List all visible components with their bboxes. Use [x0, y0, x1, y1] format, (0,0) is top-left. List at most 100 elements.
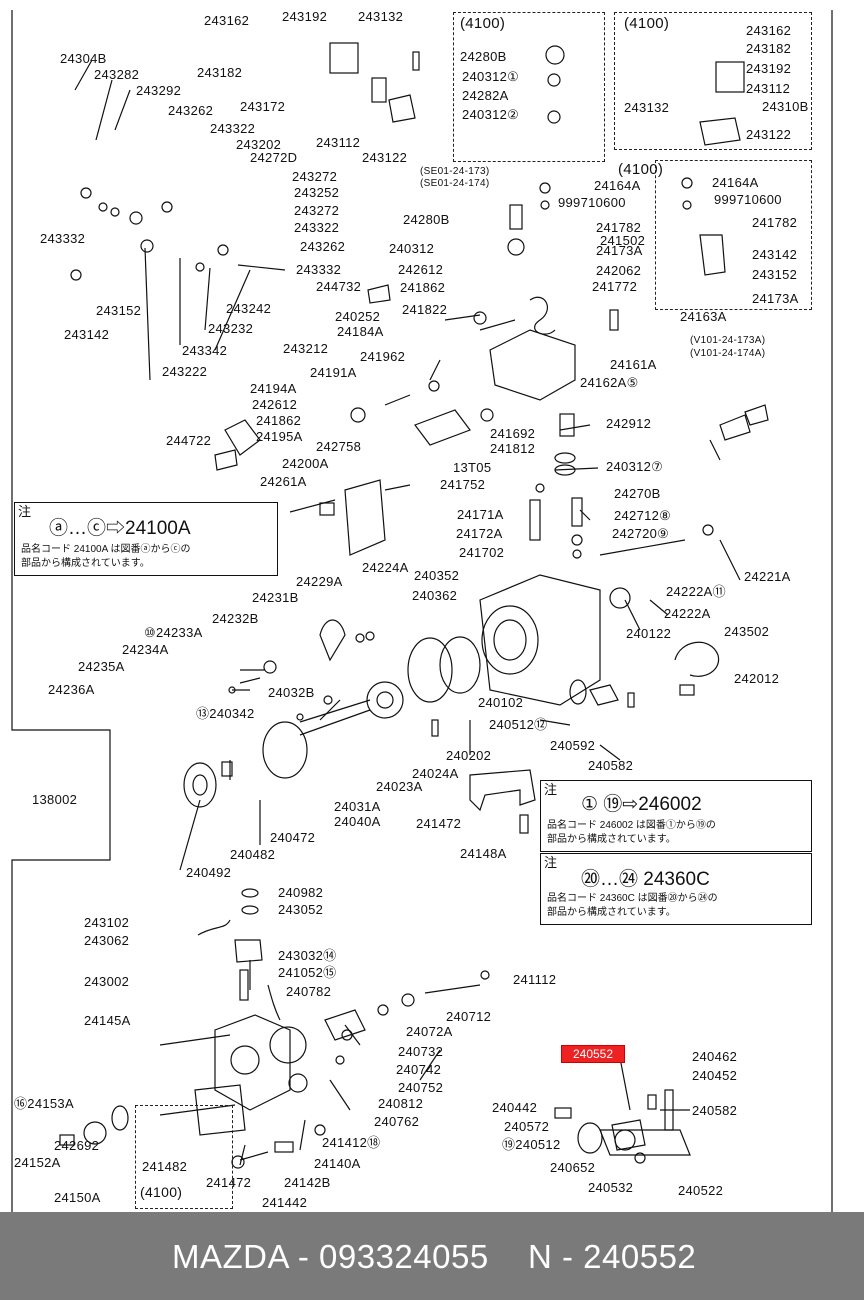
- parts-diagram: (4100) (4100) (4100) (4100) (SE01-24-173…: [11, 10, 833, 1212]
- part-label: 243282: [94, 67, 140, 82]
- part-label: 240782: [286, 984, 332, 999]
- part-label: 243062: [84, 933, 130, 948]
- part-label: 242720⑨: [612, 526, 670, 541]
- part-label: 243292: [136, 83, 182, 98]
- note-big: ⑳…㉔ 24360C: [581, 869, 710, 890]
- part-label: 240442: [492, 1100, 538, 1115]
- part-label: 243342: [182, 343, 228, 358]
- part-label: 24184A: [337, 324, 384, 339]
- footer-reference: N - 240552: [528, 1238, 697, 1275]
- part-label: 240352: [414, 568, 460, 583]
- part-label: 240312②: [462, 107, 520, 122]
- part-label: 24270B: [614, 486, 661, 501]
- part-label: 24280B: [403, 212, 450, 227]
- part-label: 24162A⑤: [580, 375, 639, 390]
- part-label: 24221A: [744, 569, 791, 584]
- part-label: 243322: [294, 220, 340, 235]
- part-label: 244722: [166, 433, 212, 448]
- part-label: ⑲240512: [502, 1137, 561, 1152]
- part-label: 243332: [296, 262, 342, 277]
- part-label: 241692: [490, 426, 536, 441]
- part-label: 240532: [588, 1180, 634, 1195]
- part-label: 240762: [374, 1114, 420, 1129]
- part-label: 240452: [692, 1068, 738, 1083]
- part-label: 243122: [362, 150, 408, 165]
- part-label: 244732: [316, 279, 362, 294]
- part-label: 240812: [378, 1096, 424, 1111]
- part-label: ⑯24153A: [14, 1096, 74, 1111]
- part-label: 243262: [168, 103, 214, 118]
- part-label: 24261A: [260, 474, 307, 489]
- part-label: 999710600: [558, 195, 626, 210]
- part-label: 243102: [84, 915, 130, 930]
- part-label: 241482: [142, 1159, 188, 1174]
- box-4100-a: [453, 12, 605, 162]
- part-label: 24191A: [310, 365, 357, 380]
- part-label: 24142B: [284, 1175, 331, 1190]
- part-label: 24200A: [282, 456, 329, 471]
- part-label: 24161A: [610, 357, 657, 372]
- part-label: 241052⑮: [278, 965, 337, 980]
- part-label: 240312①: [462, 69, 520, 84]
- part-label: 241822: [402, 302, 448, 317]
- part-label: 24024A: [412, 766, 459, 781]
- part-label: 242912: [606, 416, 652, 431]
- note-line: 部品から構成されています。: [21, 558, 150, 569]
- part-label: 243202: [236, 137, 282, 152]
- part-label: 24150A: [54, 1190, 101, 1205]
- part-label: 243332: [40, 231, 86, 246]
- part-label: 242712⑧: [614, 508, 672, 523]
- part-label: 242758: [316, 439, 362, 454]
- serial-v1: (V101-24-173A): [690, 335, 766, 346]
- part-label: 24304B: [60, 51, 107, 66]
- part-label: 24194A: [250, 381, 297, 396]
- part-label: 138002: [32, 792, 78, 807]
- part-label: 243272: [294, 203, 340, 218]
- part-label: 24195A: [256, 429, 303, 444]
- part-label: 24236A: [48, 682, 95, 697]
- note-big: ① ⑲⇨246002: [581, 794, 702, 815]
- part-label: 24172A: [456, 526, 503, 541]
- note-big: ⓐ…ⓒ⇨24100A: [49, 518, 191, 539]
- part-label: 24173A: [596, 243, 643, 258]
- part-label: 243182: [197, 65, 243, 80]
- note-24100a: 注 ⓐ…ⓒ⇨24100A 品名コード 24100A は図番ⓐからⓒの 部品から構…: [14, 502, 278, 576]
- box-4100-d-title: (4100): [140, 1184, 183, 1200]
- part-label: 24231B: [252, 590, 299, 605]
- part-label: 241702: [459, 545, 505, 560]
- highlighted-part-label[interactable]: 240552: [561, 1045, 625, 1063]
- part-label: 243502: [724, 624, 770, 639]
- part-label: ⑩24233A: [144, 625, 203, 640]
- part-label: 241782: [752, 215, 798, 230]
- footer-part-number: MAZDA - 093324055: [172, 1238, 489, 1275]
- part-label: 243142: [752, 247, 798, 262]
- part-label: 24222A⑪: [666, 584, 726, 599]
- part-label: 24222A: [664, 606, 711, 621]
- part-label: 241962: [360, 349, 406, 364]
- part-label: 240652: [550, 1160, 596, 1175]
- part-label: 243242: [226, 301, 272, 316]
- diagram-drawing: [11, 10, 833, 1212]
- note-head: 注: [544, 782, 558, 797]
- part-label: 240122: [626, 626, 672, 641]
- part-label: 243212: [283, 341, 329, 356]
- part-label: 243262: [300, 239, 346, 254]
- part-label: 243052: [278, 902, 324, 917]
- part-label: 240492: [186, 865, 232, 880]
- note-24360c: 注 ⑳…㉔ 24360C 品名コード 24360C は図番⑳から㉔の 部品から構…: [540, 853, 812, 925]
- note-line: 品名コード 24360C は図番⑳から㉔の: [547, 893, 718, 904]
- part-label: 24164A: [594, 178, 641, 193]
- part-label: 24224A: [362, 560, 409, 575]
- part-label: 243192: [746, 61, 792, 76]
- part-label: 243142: [64, 327, 110, 342]
- part-label: 240742: [396, 1062, 442, 1077]
- serial-se1: (SE01-24-173): [420, 166, 490, 177]
- part-label: 240472: [270, 830, 316, 845]
- part-label: 242612: [398, 262, 444, 277]
- part-label: 243222: [162, 364, 208, 379]
- part-label: 242012: [734, 671, 780, 686]
- part-label: 240312⑦: [606, 459, 664, 474]
- box-4100-c-title: (4100): [618, 161, 664, 178]
- part-label: 24163A: [680, 309, 727, 324]
- part-label: 241772: [592, 279, 638, 294]
